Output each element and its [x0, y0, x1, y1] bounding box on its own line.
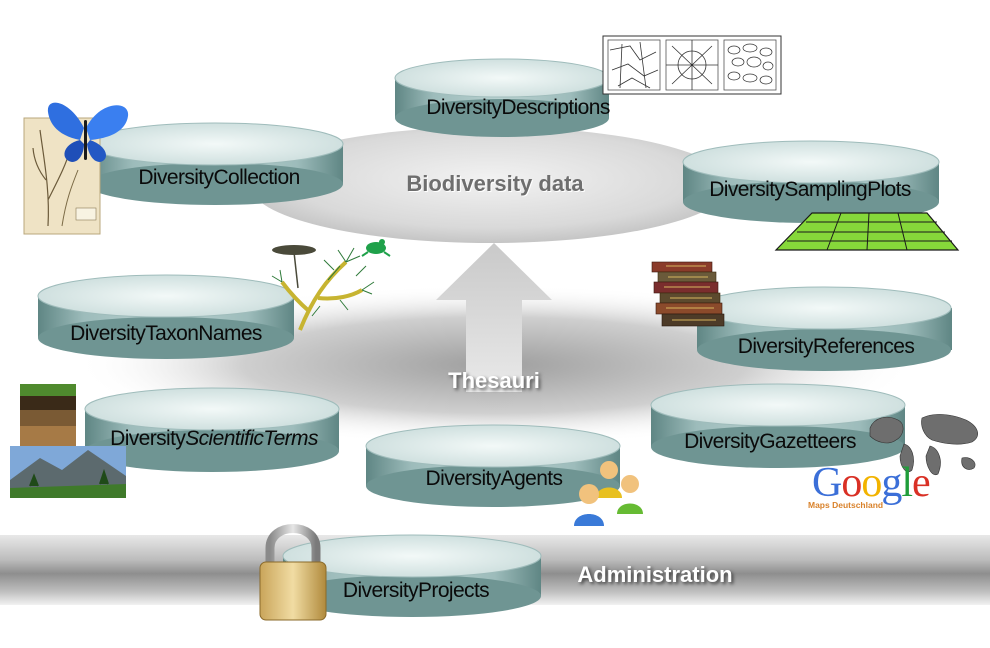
up-arrow-icon: [436, 243, 552, 392]
world-map-icon: [869, 414, 978, 476]
description-drawings-image: [602, 35, 782, 95]
herbarium-sheet-image: [23, 117, 101, 235]
google-logo-letter: o: [841, 460, 862, 506]
frog-icon: [361, 239, 391, 257]
diversity-scientific-terms-label: DiversityScientificTerms: [110, 427, 318, 450]
cylinder-agents: [365, 424, 621, 507]
cylinder-projects: [282, 534, 542, 617]
biodiversity-data-label: Biodiversity data: [406, 171, 584, 196]
butterfly-icon: [47, 102, 129, 162]
google-logo-letter: G: [812, 460, 842, 506]
sampling-grid-icon: [774, 212, 960, 251]
lock-icon: [259, 524, 327, 621]
cylinder-gazetteers: [650, 383, 906, 468]
cylinder-descriptions: [394, 58, 610, 137]
books-icon: [651, 261, 725, 327]
google-logo-letter: e: [912, 460, 931, 506]
google-logo-letter: l: [901, 460, 913, 506]
google-logo-letter: o: [861, 460, 882, 506]
administration-label: Administration: [577, 562, 733, 587]
diversity-references-label: DiversityReferences: [737, 335, 915, 358]
diversity-sampling-plots-label: DiversitySamplingPlots: [709, 178, 911, 201]
google-logo-letter: g: [881, 460, 902, 506]
diversity-collection-label: DiversityCollection: [138, 166, 300, 189]
thesauri-label: Thesauri: [448, 368, 540, 393]
cylinder-taxon-names: [37, 274, 295, 359]
agents-people-icon: [574, 461, 643, 526]
biodiversity-ellipse: [250, 127, 730, 243]
plant-illustration-image: [271, 245, 375, 331]
diversity-gazetteers-label: DiversityGazetteers: [684, 430, 856, 453]
soil-profile-image: [20, 384, 76, 448]
cylinder-references: [696, 286, 952, 371]
diversity-projects-label: DiversityProjects: [342, 579, 490, 602]
google-maps-subtitle: Maps Deutschland: [808, 500, 884, 510]
diversity-agents-label: DiversityAgents: [425, 467, 563, 490]
cylinder-scientific-terms: [84, 387, 340, 472]
diversity-descriptions-label: DiversityDescriptions: [426, 96, 610, 119]
cylinder-collection: [86, 122, 344, 205]
google-logo: Google: [812, 460, 931, 506]
diversity-taxon-names-label: DiversityTaxonNames: [70, 322, 262, 345]
mountain-landscape-image: [10, 446, 126, 498]
